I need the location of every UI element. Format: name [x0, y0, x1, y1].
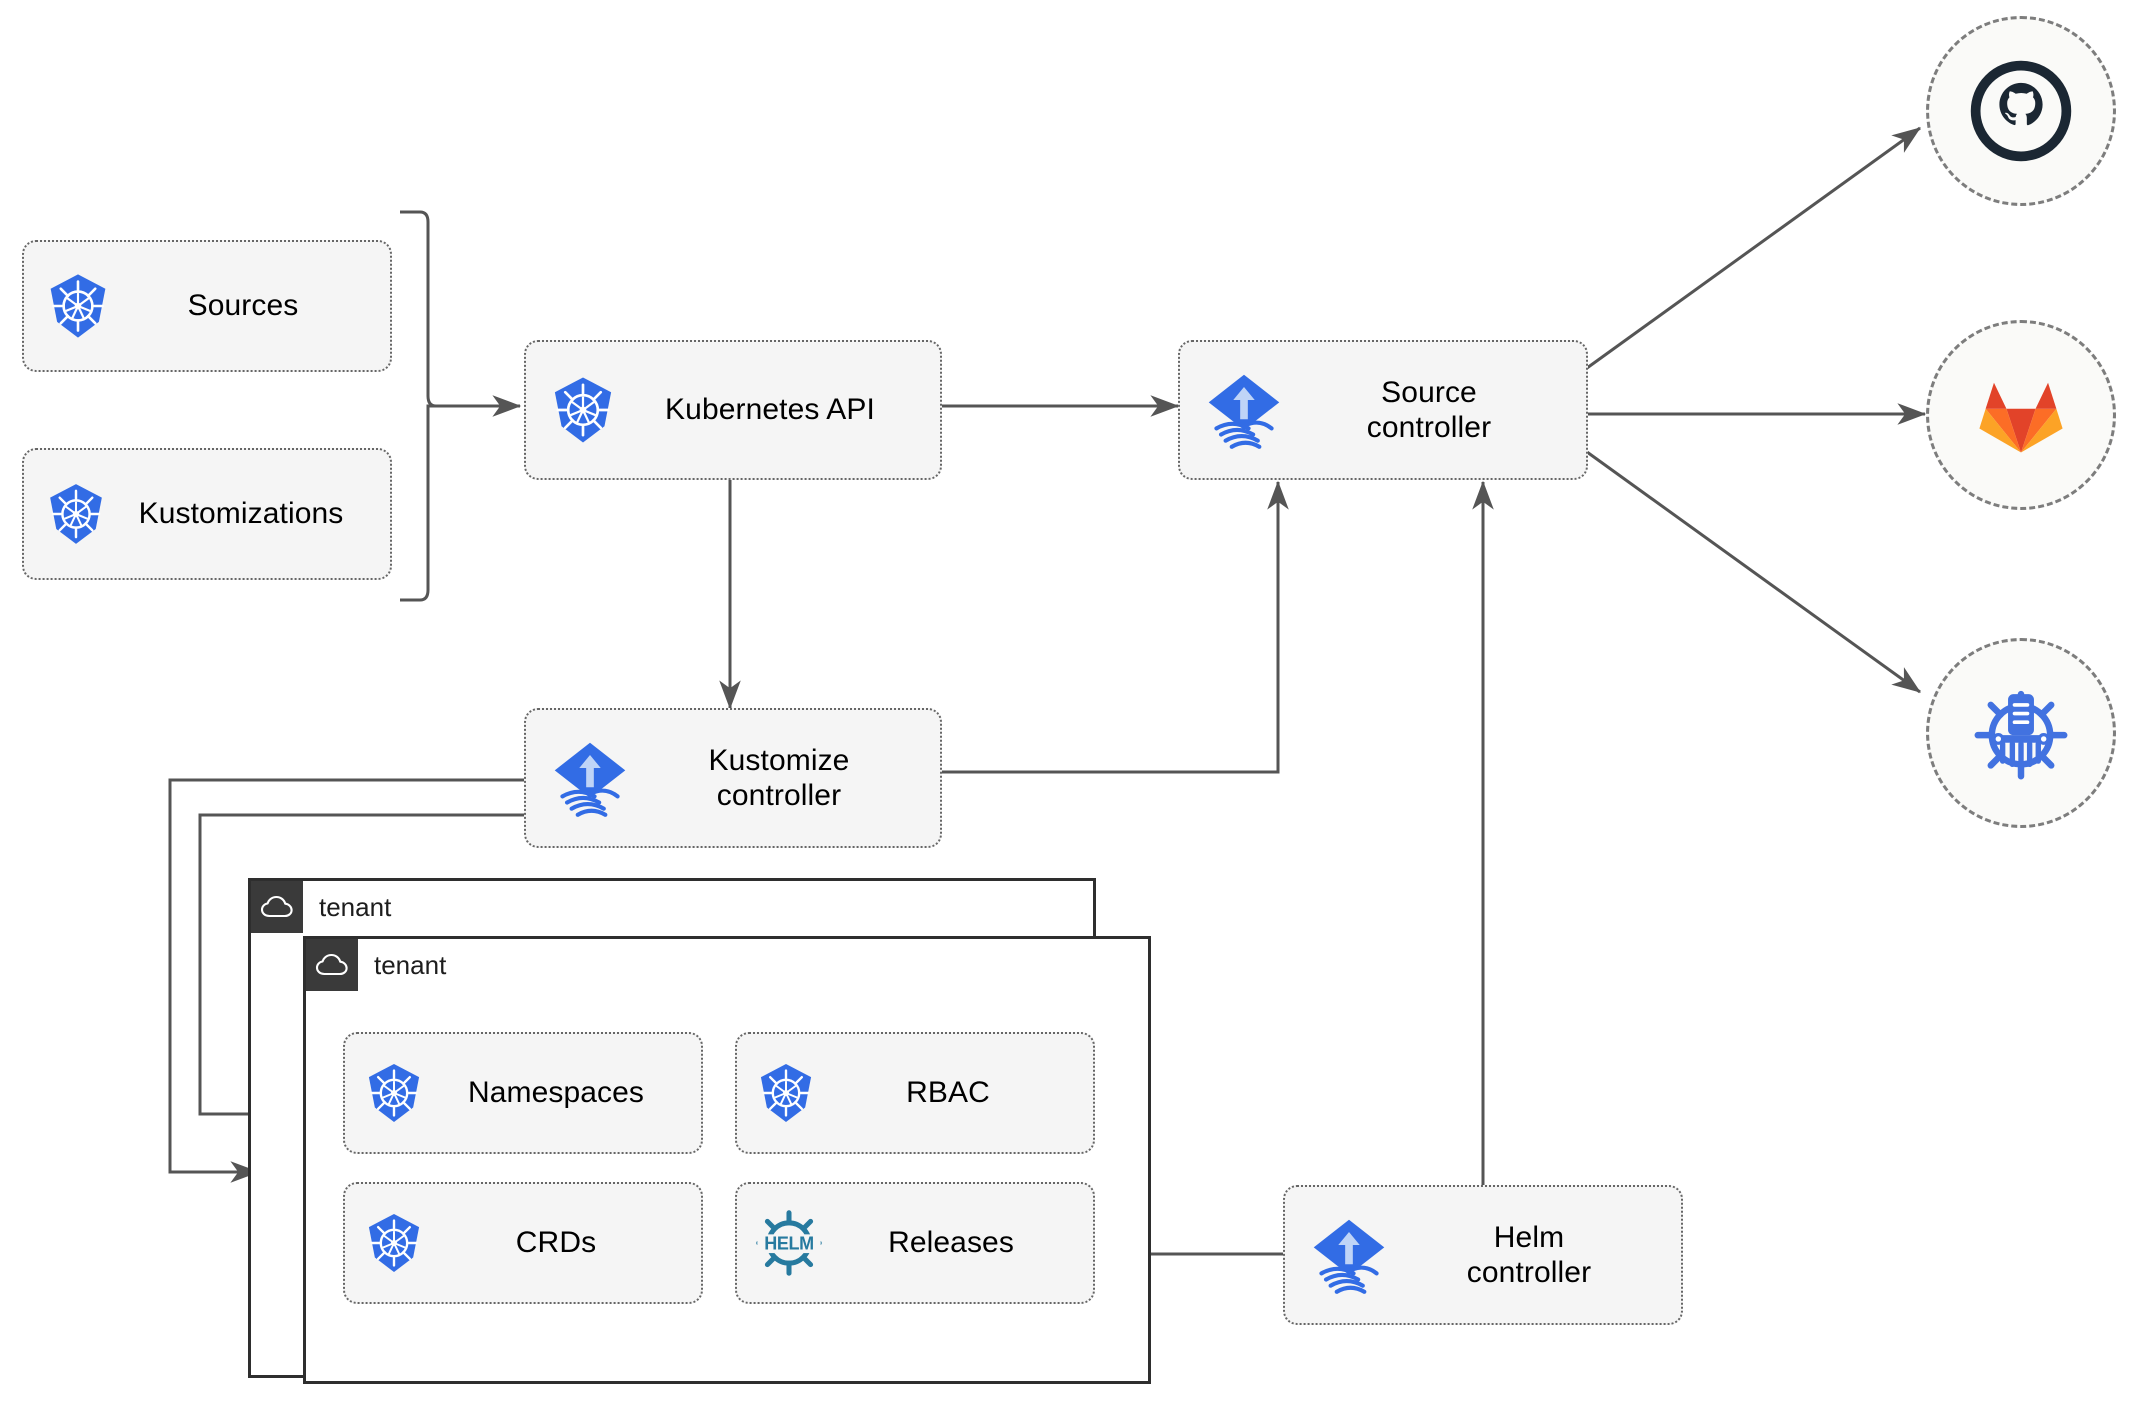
- node-crds-label: CRDs: [515, 1226, 597, 1260]
- kubernetes-icon: [361, 1060, 427, 1126]
- flux-icon: [544, 732, 636, 824]
- kubernetes-icon: [361, 1210, 427, 1276]
- node-namespaces-label: Namespaces: [467, 1076, 645, 1110]
- tenant-inner-label: tenant: [374, 949, 447, 980]
- endpoint-gitlab[interactable]: [1926, 320, 2116, 510]
- flux-icon: [1198, 364, 1290, 456]
- node-kustomizations[interactable]: Kustomizations: [22, 448, 392, 580]
- cloud-icon: [306, 939, 358, 991]
- tenant-outer-header: tenant: [251, 881, 391, 933]
- helm-icon: HELM: [753, 1207, 825, 1279]
- github-icon: [1970, 60, 2072, 162]
- endpoint-github[interactable]: [1926, 16, 2116, 206]
- gitlab-icon: [1979, 382, 2063, 453]
- edge-kustomizectrl-sourcectrl: [940, 480, 1289, 774]
- node-sources-label: Sources: [187, 289, 299, 323]
- node-kubernetes-api-label: Kubernetes API: [665, 393, 875, 427]
- kubernetes-icon: [42, 480, 110, 548]
- edge-sourcectrl-github: [1586, 126, 1921, 370]
- node-source-controller-label: Source controller: [1366, 375, 1492, 444]
- endpoint-helm-repository[interactable]: [1926, 638, 2116, 828]
- edge-sourcectrl-harbor: [1586, 450, 1921, 694]
- node-helm-controller[interactable]: Helm controller: [1283, 1185, 1683, 1325]
- node-kustomize-controller-label: Kustomize controller: [708, 743, 850, 812]
- node-kustomize-controller[interactable]: Kustomize controller: [524, 708, 942, 848]
- svg-text:HELM: HELM: [764, 1233, 814, 1253]
- tenant-container-inner[interactable]: tenant: [303, 936, 1151, 1384]
- source-bracket: [400, 210, 437, 602]
- node-releases-label: Releases: [888, 1226, 1014, 1260]
- tenant-outer-label: tenant: [319, 891, 392, 922]
- helm-repository-icon: [1974, 690, 2068, 780]
- node-releases[interactable]: HELM Releases: [735, 1182, 1095, 1304]
- node-source-controller[interactable]: Source controller: [1178, 340, 1588, 480]
- node-namespaces[interactable]: Namespaces: [343, 1032, 703, 1154]
- cloud-icon: [251, 881, 303, 933]
- node-rbac-label: RBAC: [906, 1076, 990, 1110]
- node-crds[interactable]: CRDs: [343, 1182, 703, 1304]
- kubernetes-icon: [753, 1060, 819, 1126]
- node-rbac[interactable]: RBAC: [735, 1032, 1095, 1154]
- node-helm-controller-label: Helm controller: [1466, 1220, 1592, 1289]
- node-kustomizations-label: Kustomizations: [138, 497, 344, 531]
- node-sources[interactable]: Sources: [22, 240, 392, 372]
- kubernetes-icon: [42, 270, 114, 342]
- kubernetes-icon: [546, 373, 620, 447]
- flux-icon: [1303, 1209, 1395, 1301]
- node-kubernetes-api[interactable]: Kubernetes API: [524, 340, 942, 480]
- tenant-inner-header: tenant: [306, 939, 446, 991]
